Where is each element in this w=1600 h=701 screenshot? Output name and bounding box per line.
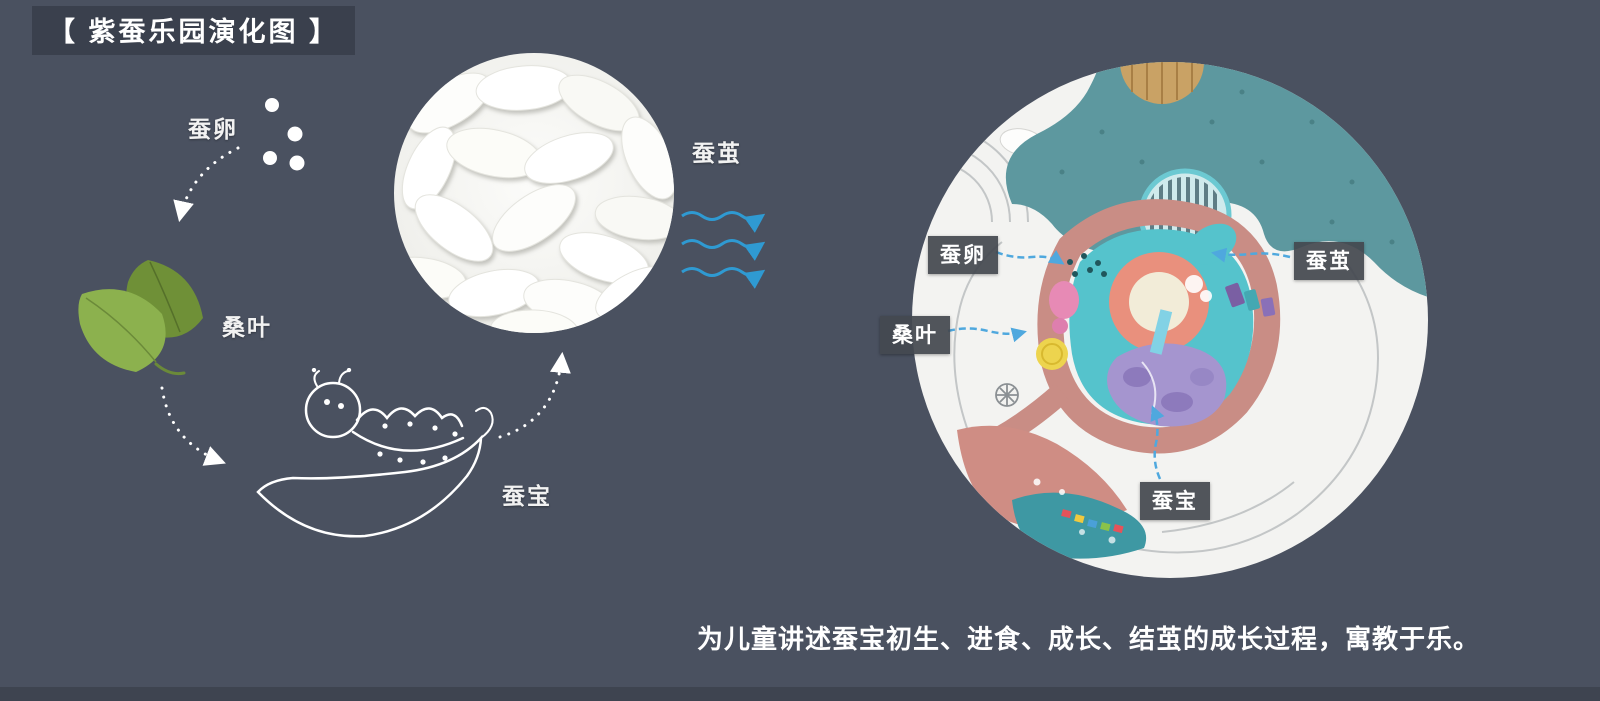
caption-text: 为儿童讲述蚕宝初生、进食、成长、结茧的成长过程，寓教于乐。 <box>697 624 1481 654</box>
tree-symbol <box>995 383 1019 407</box>
plan-pool-area <box>957 425 1147 559</box>
page-title: 【 紫蚕乐园演化图 】 <box>32 6 356 55</box>
wavy-arrow-3 <box>681 267 766 289</box>
leaf-stage-label: 桑叶 <box>222 314 272 340</box>
cocoon-photo <box>394 53 674 333</box>
arrow-worm-to-cocoon <box>498 351 571 439</box>
wood-deck <box>1120 62 1204 104</box>
plan-purple-area <box>1107 343 1227 427</box>
plan-slide <box>1149 309 1173 355</box>
eggs-stage-label: 蚕卵 <box>188 116 238 142</box>
wavy-arrow-2 <box>681 239 766 261</box>
plan-label-worm: 蚕宝 <box>1140 482 1210 520</box>
plan-label-eggs: 蚕卵 <box>928 236 998 274</box>
site-plan <box>912 62 1428 578</box>
worm-stage-label: 蚕宝 <box>502 483 552 509</box>
plan-teal-area <box>1005 62 1428 297</box>
silkworm-eggs-illustration <box>263 98 305 171</box>
arrow-eggs-to-leaf <box>173 146 240 223</box>
plan-egg-dots <box>1067 253 1107 277</box>
cocoon-stage-label: 蚕茧 <box>692 140 742 166</box>
plan-label-cocoon: 蚕茧 <box>1294 242 1364 280</box>
plan-label-leaf: 桑叶 <box>880 316 950 354</box>
silkworm-baby-illustration <box>256 368 494 538</box>
arrow-leaf-to-worm <box>160 386 226 466</box>
wavy-arrow-1 <box>681 211 766 233</box>
mulberry-leaf-illustration <box>78 260 203 376</box>
bottom-edge-bar <box>0 687 1600 701</box>
plan-equipment-right <box>1225 282 1276 317</box>
